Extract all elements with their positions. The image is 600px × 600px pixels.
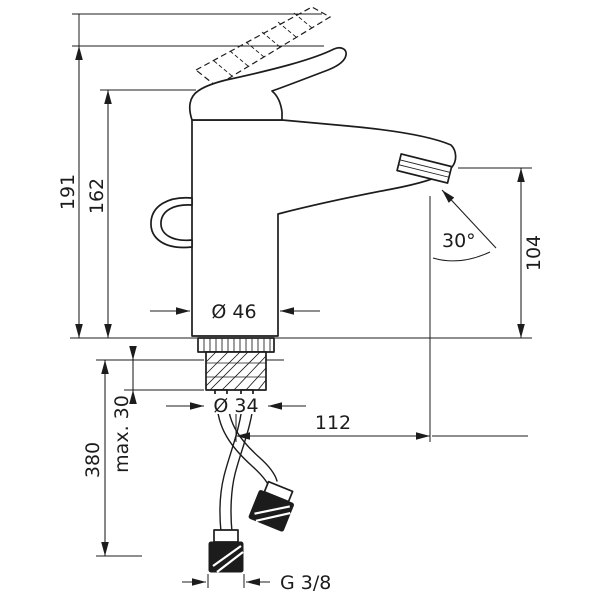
dim-hose-length: 380: [82, 442, 104, 478]
dim-max-counter-thickness: max. 30: [111, 395, 133, 473]
dim-body-diameter: Ø 46: [211, 301, 256, 323]
dim-overall-height: 191: [57, 174, 79, 210]
hose-connector-bottom: [208, 529, 244, 573]
dimension-lines: [75, 46, 525, 586]
dim-outlet-height: 104: [523, 235, 545, 271]
dimension-labels: 191 162 104 30° Ø 46 Ø 34 112 380 max. 3…: [57, 174, 545, 594]
dim-shank-diameter: Ø 34: [213, 395, 258, 417]
lever-raised-position: [194, 6, 332, 87]
mounting-shank: [205, 351, 267, 399]
dim-connection-thread: G 3/8: [280, 572, 331, 594]
label-backing: [208, 394, 264, 414]
dim-spout-reach: 112: [315, 412, 351, 434]
aerator: [396, 153, 453, 184]
faucet-body: [191, 119, 457, 337]
supply-hoses: [216, 397, 278, 533]
reference-lines: [70, 13, 532, 588]
hose-connector-angled: [248, 480, 294, 532]
dim-body-height: 162: [86, 178, 108, 214]
faucet-handle: [188, 46, 347, 121]
base-gasket: [197, 337, 275, 353]
side-lever-loop: [150, 196, 193, 249]
dim-spray-angle: 30°: [442, 230, 476, 252]
